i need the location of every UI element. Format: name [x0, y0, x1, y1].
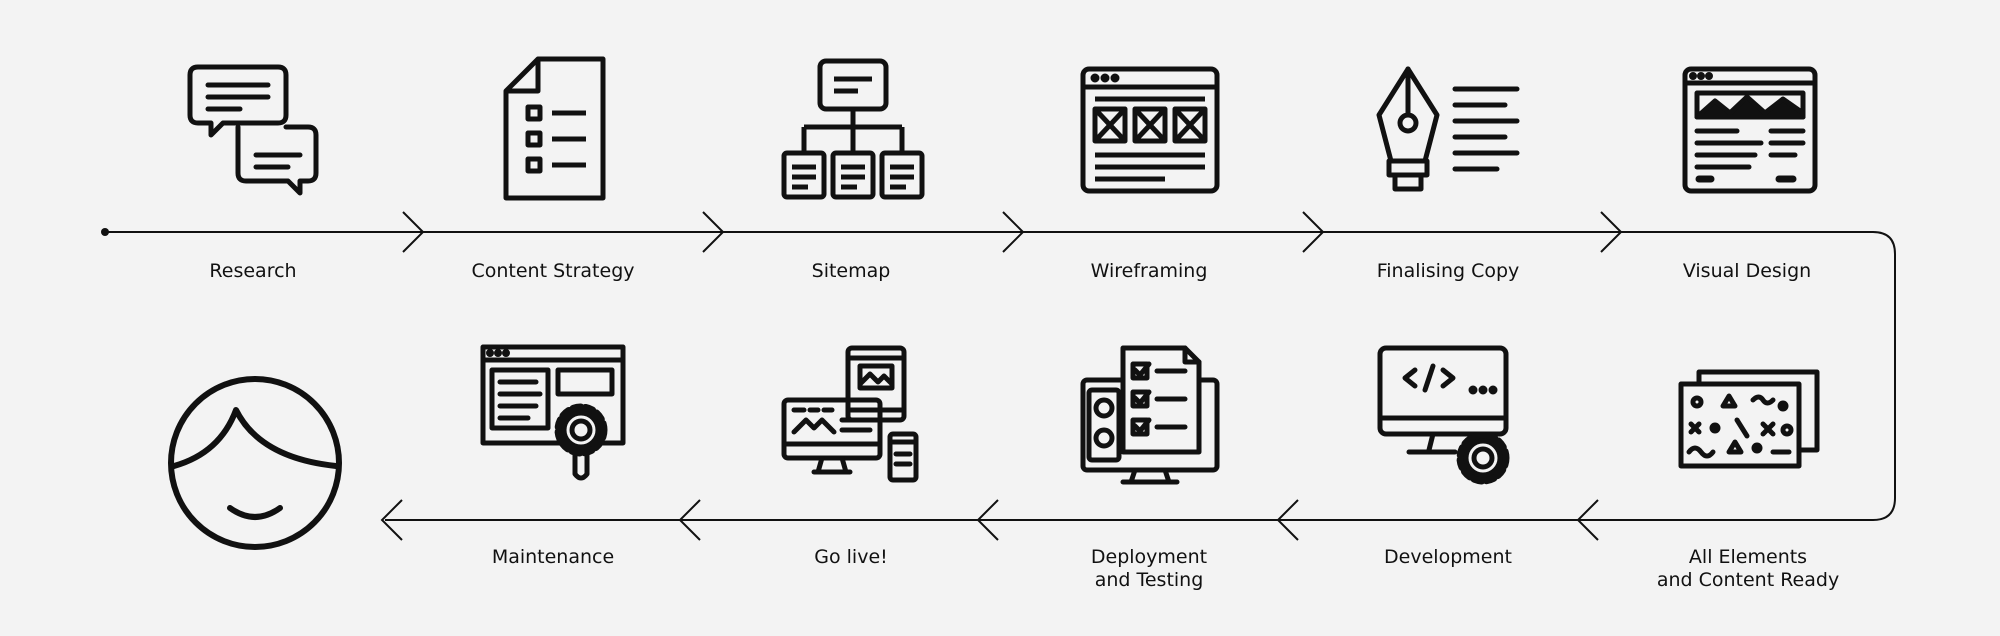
- arrow-right: [1600, 211, 1623, 253]
- arrow-left: [1276, 499, 1299, 541]
- flow-line: [105, 231, 1896, 521]
- sitemap-icon: [778, 55, 928, 205]
- devices-icon: [778, 340, 928, 490]
- browser-design-icon: [1675, 55, 1825, 205]
- step-label-research: Research: [209, 260, 297, 282]
- step-label-deployment-testing: Deployment and Testing: [1090, 546, 1208, 591]
- step-label-development: Development: [1384, 546, 1512, 568]
- code-monitor-gear-icon: [1375, 340, 1525, 490]
- browser-gear-icon: [478, 340, 628, 490]
- step-label-all-elements-ready: All Elements and Content Ready: [1656, 546, 1840, 591]
- arrow-right: [1002, 211, 1025, 253]
- wireframe-icon: [1075, 55, 1225, 205]
- chat-bubbles-icon: [178, 55, 328, 205]
- step-label-go-live: Go live!: [814, 546, 888, 568]
- arrow-right: [1302, 211, 1325, 253]
- document-list-icon: [478, 55, 628, 205]
- step-label-maintenance: Maintenance: [491, 546, 615, 568]
- step-label-content-strategy: Content Strategy: [471, 260, 635, 282]
- step-label-visual-design: Visual Design: [1682, 260, 1812, 282]
- step-label-sitemap: Sitemap: [811, 260, 891, 282]
- arrow-left: [380, 499, 403, 541]
- step-label-finalising-copy: Finalising Copy: [1376, 260, 1520, 282]
- pen-nib-icon: [1375, 55, 1525, 205]
- step-label-wireframing: Wireframing: [1090, 260, 1208, 282]
- arrow-left: [1576, 499, 1599, 541]
- arrow-right: [702, 211, 725, 253]
- arrow-right: [402, 211, 425, 253]
- assets-cards-icon: [1675, 340, 1825, 490]
- arrow-left: [976, 499, 999, 541]
- checklist-monitor-icon: [1075, 340, 1225, 490]
- arrow-left: [678, 499, 701, 541]
- user-face-icon: [150, 358, 360, 568]
